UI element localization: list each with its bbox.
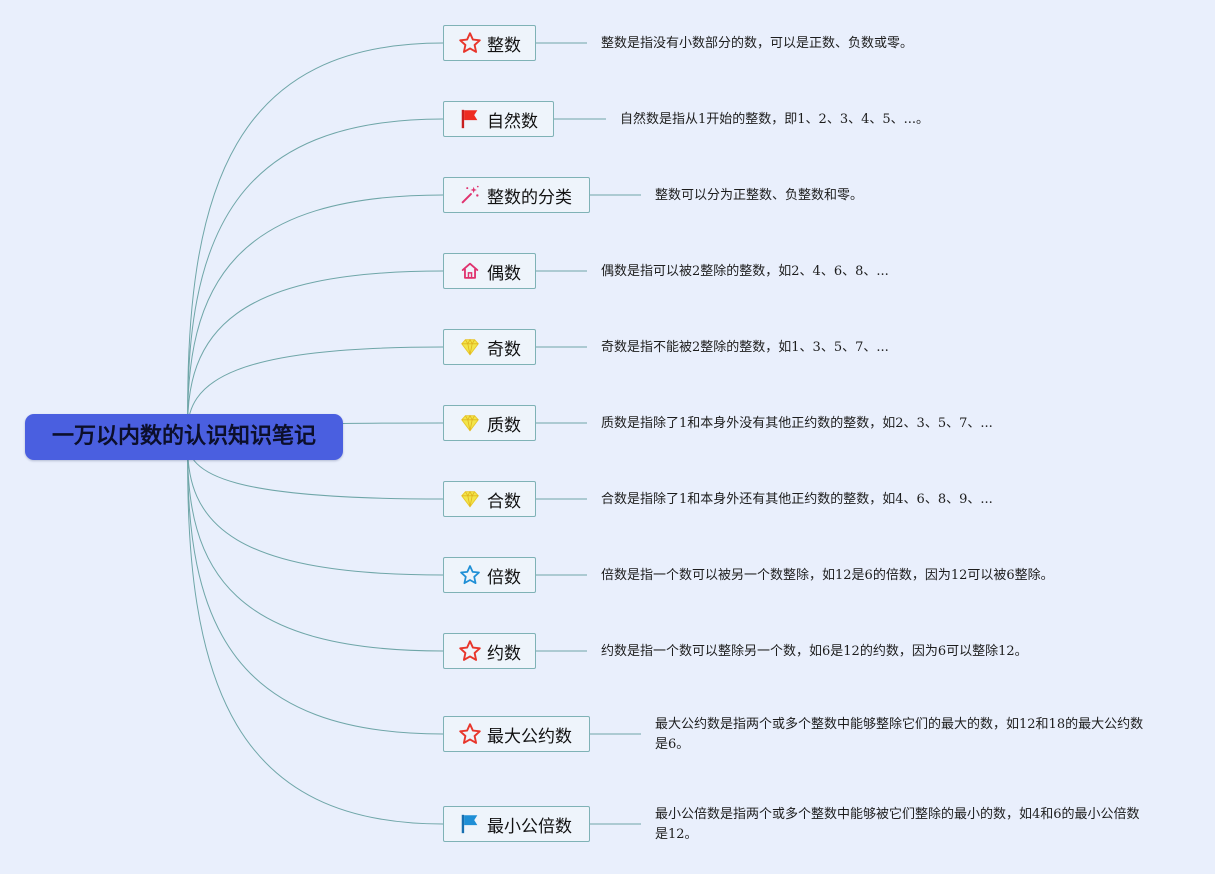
branch-connector	[187, 436, 444, 825]
topic-node[interactable]: 约数	[443, 633, 536, 669]
topic-description: 质数是指除了1和本身外没有其他正约数的整数，如2、3、5、7、...	[601, 416, 993, 431]
topic-description: 整数可以分为正整数、负整数和零。	[655, 188, 864, 203]
topic-node[interactable]: 自然数	[443, 101, 554, 137]
topic-label: 奇数	[487, 339, 521, 360]
red-flag-icon	[458, 107, 482, 131]
topic-label: 整数的分类	[487, 187, 572, 208]
red-star-outline-icon	[458, 722, 482, 746]
topic-label: 偶数	[487, 263, 521, 284]
blue-star-outline-icon	[458, 563, 482, 587]
topic-description: 偶数是指可以被2整除的整数，如2、4、6、8、...	[601, 264, 889, 279]
yellow-diamond-icon	[458, 335, 482, 359]
topic-description: 自然数是指从1开始的整数，即1、2、3、4、5、...。	[620, 112, 930, 127]
topic-label: 倍数	[487, 567, 521, 588]
topic-node[interactable]: 合数	[443, 481, 536, 517]
topic-label: 整数	[487, 35, 521, 56]
topic-description: 奇数是指不能被2整除的整数，如1、3、5、7、...	[601, 340, 889, 355]
branch-connector	[187, 118, 444, 438]
topic-node[interactable]: 奇数	[443, 329, 536, 365]
topic-label: 自然数	[487, 111, 538, 132]
topic-description: 合数是指除了1和本身外还有其他正约数的整数，如4、6、8、9、...	[601, 492, 993, 507]
topic-node[interactable]: 偶数	[443, 253, 536, 289]
yellow-diamond-icon	[458, 411, 482, 435]
topic-label: 约数	[487, 643, 521, 664]
root-topic[interactable]: 一万以内数的认识知识笔记	[25, 414, 343, 460]
yellow-diamond-icon	[458, 487, 482, 511]
branch-connector	[187, 194, 444, 438]
branch-connector	[187, 42, 444, 438]
topic-node[interactable]: 质数	[443, 405, 536, 441]
topic-label: 质数	[487, 415, 521, 436]
topic-description: 倍数是指一个数可以被另一个数整除，如12是6的倍数，因为12可以被6整除。	[601, 568, 1054, 583]
topic-label: 合数	[487, 491, 521, 512]
topic-description: 约数是指一个数可以整除另一个数，如6是12的约数，因为6可以整除12。	[601, 644, 1028, 659]
red-star-outline-icon	[458, 639, 482, 663]
red-star-outline-icon	[458, 31, 482, 55]
house-icon	[458, 259, 482, 283]
sparkle-wand-icon	[458, 183, 482, 207]
blue-flag-icon	[458, 812, 482, 836]
branch-connector	[187, 436, 444, 652]
topic-description: 整数是指没有小数部分的数，可以是正数、负数或零。	[601, 36, 914, 51]
topic-label: 最大公约数	[487, 726, 572, 747]
branch-connector	[187, 270, 444, 438]
branch-connector	[187, 436, 444, 735]
topic-node[interactable]: 整数	[443, 25, 536, 61]
topic-node[interactable]: 倍数	[443, 557, 536, 593]
topic-node[interactable]: 最小公倍数	[443, 806, 590, 842]
topic-description: 最小公倍数是指两个或多个整数中能够被它们整除的最小的数，如4和6的最小公倍数是1…	[655, 807, 1140, 842]
topic-node[interactable]: 最大公约数	[443, 716, 590, 752]
topic-description: 最大公约数是指两个或多个整数中能够整除它们的最大的数，如12和18的最大公约数是…	[655, 717, 1144, 752]
topic-label: 最小公倍数	[487, 816, 572, 837]
topic-node[interactable]: 整数的分类	[443, 177, 590, 213]
branch-connector	[187, 436, 444, 576]
